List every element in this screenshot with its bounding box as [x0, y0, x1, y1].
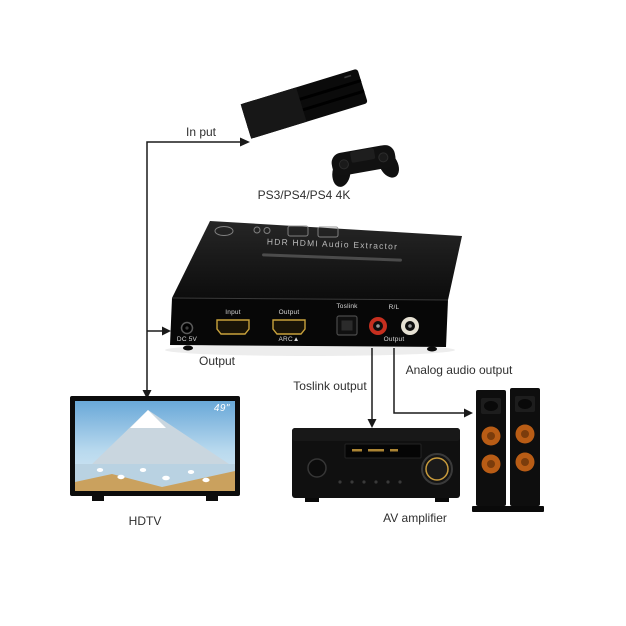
- power-icon: [214, 226, 234, 236]
- connection-lines: [146, 141, 464, 419]
- ps4-controller-illustration: [331, 145, 399, 187]
- ps4-console-illustration: [240, 69, 399, 187]
- arrow-to-console: [240, 137, 250, 147]
- label-output: Output: [198, 354, 236, 368]
- port-label-dc: DC 5V: [176, 336, 198, 343]
- port-label-input: Input: [225, 309, 241, 316]
- arrow-to-speakers: [464, 408, 473, 418]
- port-label-toslink: Toslink: [336, 303, 358, 310]
- rca-white-jack: [401, 317, 419, 335]
- speaker-right: [506, 388, 544, 512]
- rca-red-jack: [369, 317, 387, 335]
- arrow-to-amp: [367, 419, 377, 428]
- extractor-illustration: [165, 221, 462, 356]
- port-label-output: Output: [278, 309, 300, 316]
- hdmi-input-port: [216, 319, 250, 335]
- label-toslink-output: Toslink output: [293, 379, 367, 393]
- label-av-amplifier: AV amplifier: [383, 511, 447, 525]
- port-label-arc: ARC▲: [278, 336, 300, 343]
- label-console: PS3/PS4/PS4 4K: [257, 188, 351, 202]
- label-in-put: In put: [185, 125, 217, 139]
- edid-switch-icon: [253, 226, 261, 234]
- arrow-to-extractor: [162, 326, 171, 336]
- port-label-rl: R/L: [388, 304, 400, 311]
- tv-size-badge: 49": [213, 403, 230, 414]
- speakers-illustration: [472, 388, 544, 512]
- amplifier-illustration: [292, 428, 460, 502]
- label-hdtv: HDTV: [128, 514, 162, 528]
- arrowheads: [142, 137, 473, 428]
- toslink-port: [336, 315, 358, 336]
- swans: [96, 468, 210, 483]
- hd-badge-icon: [287, 225, 309, 237]
- label-analog-audio-output: Analog audio output: [405, 363, 513, 377]
- extractor-top-face: [172, 221, 462, 300]
- arrow-to-tv: [142, 390, 152, 399]
- dc-port: [180, 321, 194, 335]
- amp-input-knob: [307, 458, 327, 478]
- speaker-left: [472, 390, 510, 512]
- line-analog-to-speakers: [393, 348, 464, 414]
- edid-switch-icon: [263, 227, 271, 234]
- port-label-analog-out: Output: [383, 336, 405, 343]
- line-console-to-extractor: [146, 141, 240, 390]
- hdmi-output-port: [272, 319, 306, 335]
- uhd-badge-icon: [317, 226, 339, 238]
- hdtv-illustration: [70, 396, 240, 501]
